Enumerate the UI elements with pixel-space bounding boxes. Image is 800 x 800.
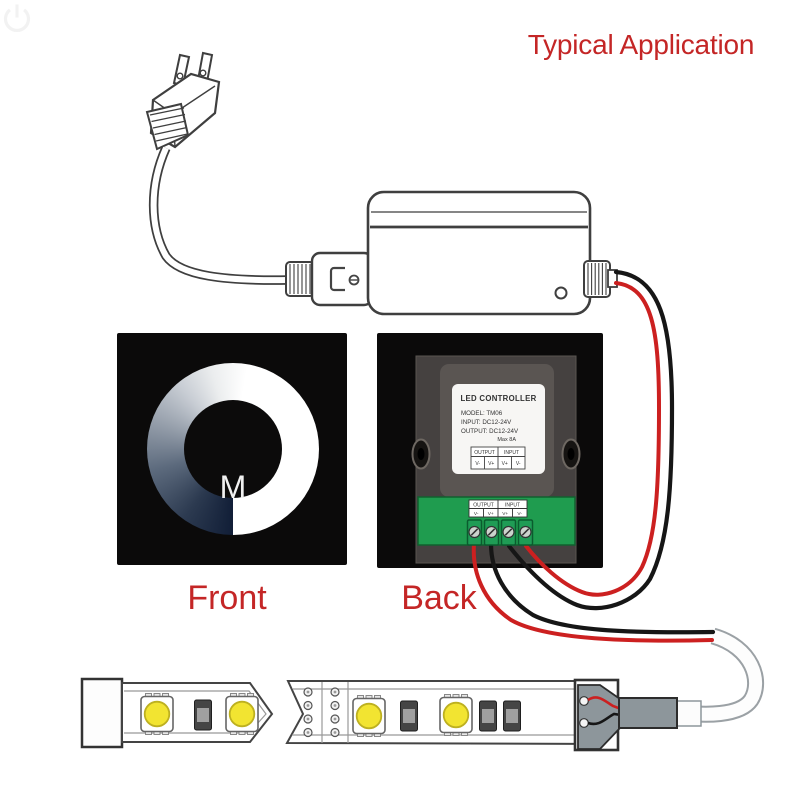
- terminal-screws: [468, 525, 532, 539]
- svg-text:V-: V-: [474, 511, 479, 517]
- back-caption: Back: [401, 579, 477, 617]
- led-strip-section-right: [285, 680, 613, 746]
- wall-plug: [145, 51, 221, 151]
- label-title: LED CONTROLLER: [460, 394, 536, 403]
- svg-text:V-: V-: [516, 461, 521, 467]
- led-module: [439, 693, 473, 737]
- mode-button-label[interactable]: M: [219, 469, 247, 505]
- prong-hole: [199, 69, 207, 77]
- svg-text:OUTPUT: OUTPUT: [474, 450, 495, 456]
- controller-label: LED CONTROLLER MODEL: TM06 INPUT: DC12-2…: [452, 384, 545, 474]
- solder-point: [579, 696, 589, 706]
- label-output: OUTPUT: DC12-24V: [461, 428, 519, 435]
- terminal-blocks: [466, 519, 534, 546]
- svg-text:OUTPUT: OUTPUT: [473, 503, 494, 509]
- label-terminal-table: [470, 446, 526, 470]
- svg-text:V+: V+: [488, 511, 494, 517]
- strip-end-cap: [80, 677, 124, 749]
- adapter-body: [366, 190, 592, 316]
- resistor: [503, 700, 521, 732]
- adapter-input-plug: [310, 251, 374, 307]
- power-icon[interactable]: [0, 0, 34, 36]
- strip-wire-red: [471, 542, 714, 643]
- connector-sleeve-segment: [674, 700, 702, 727]
- svg-text:INPUT: INPUT: [504, 450, 519, 456]
- svg-text:V+: V+: [502, 511, 508, 517]
- svg-text:V-: V-: [475, 461, 480, 467]
- label-max-current: Max 8A: [497, 437, 516, 443]
- svg-text:INPUT: INPUT: [505, 503, 520, 509]
- svg-text:V+: V+: [488, 461, 494, 467]
- plug-latch-icon: [329, 266, 345, 292]
- power-cord: [148, 146, 289, 285]
- led-module: [352, 694, 386, 738]
- led-strip: [80, 627, 764, 752]
- power-adapter: [285, 190, 618, 316]
- strip-wire-black: [488, 541, 716, 635]
- solder-pads: [303, 687, 340, 738]
- label-model: MODEL: TM06: [461, 410, 503, 417]
- adapter-indicator-led: [554, 286, 568, 300]
- resistor: [479, 700, 497, 732]
- solder-point: [579, 718, 589, 728]
- adapter-wire-red: [524, 281, 662, 597]
- connector-crimp: [618, 697, 678, 729]
- back-panel: LED CONTROLLER MODEL: TM06 INPUT: DC12-2…: [377, 333, 603, 568]
- dimmer-ring-center: [184, 400, 282, 498]
- resistor: [400, 700, 418, 732]
- plug-strain-relief: [145, 102, 190, 151]
- label-input: INPUT: DC12-24V: [461, 419, 512, 426]
- led-module: [225, 692, 259, 736]
- led-module: [140, 692, 174, 736]
- led-strip-section-left: [80, 677, 274, 749]
- svg-text:V-: V-: [517, 511, 522, 517]
- strip-connector: [573, 627, 764, 752]
- prong-hole: [176, 72, 184, 80]
- resistor: [194, 699, 212, 731]
- svg-text:V+: V+: [502, 461, 508, 467]
- adapter-wire-black: [506, 269, 675, 611]
- front-caption: Front: [187, 579, 267, 617]
- wires: [471, 269, 716, 643]
- diagram-title: Typical Application: [527, 29, 755, 60]
